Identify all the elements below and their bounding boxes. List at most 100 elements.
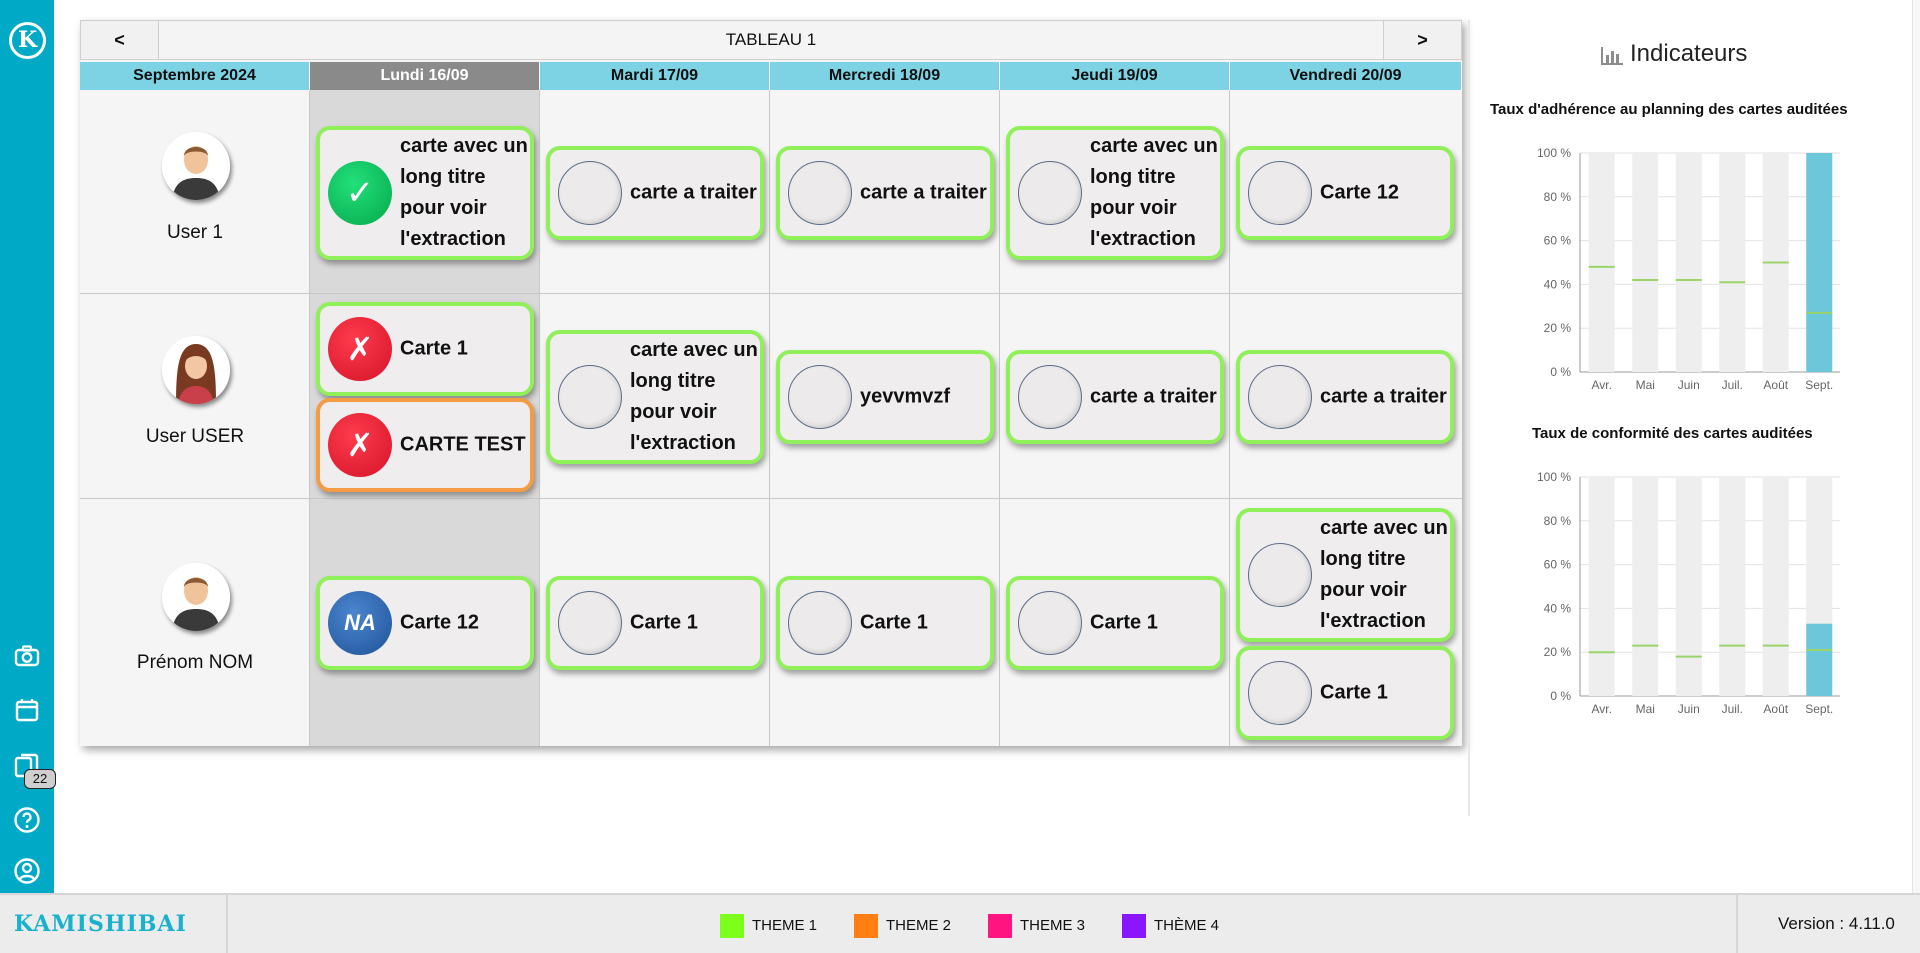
avatar bbox=[162, 132, 230, 200]
day-header-friday: Vendredi 20/09 bbox=[1230, 62, 1462, 90]
avatar bbox=[162, 563, 230, 631]
day-header-row: Septembre 2024 Lundi 16/09 Mardi 17/09 M… bbox=[80, 62, 1462, 90]
audit-card[interactable]: carte a traiter bbox=[1006, 350, 1224, 444]
x-tick-label: Sept. bbox=[1805, 702, 1833, 716]
x-tick-label: Juil. bbox=[1722, 378, 1743, 392]
brand-name: KAMISHIBAI bbox=[0, 895, 228, 953]
theme-legend-item: THEME 2 bbox=[854, 914, 951, 938]
card-title: carte avec un long titre pour voir l'ext… bbox=[1320, 517, 1448, 632]
audit-card[interactable]: carte avec un long titre pour voir l'ext… bbox=[546, 330, 764, 464]
audit-card[interactable]: ✗ CARTE TEST bbox=[316, 398, 534, 492]
chart-title: Taux de conformité des cartes auditées bbox=[1532, 425, 1813, 442]
empty-status-icon bbox=[788, 365, 852, 429]
audit-card[interactable]: Carte 12 bbox=[1236, 146, 1454, 240]
audit-card[interactable]: carte a traiter bbox=[1236, 350, 1454, 444]
row-divider bbox=[80, 498, 1462, 499]
y-tick-label: 80 % bbox=[1544, 190, 1572, 204]
next-week-button[interactable]: > bbox=[1383, 21, 1461, 59]
audit-card[interactable]: Carte 1 bbox=[1236, 646, 1454, 740]
theme-swatch bbox=[854, 914, 878, 938]
y-tick-label: 0 % bbox=[1550, 689, 1571, 703]
vertical-scrollbar[interactable] bbox=[1912, 0, 1920, 893]
bar-background bbox=[1588, 153, 1615, 372]
theme-legend-item: THÈME 4 bbox=[1122, 914, 1219, 938]
help-icon[interactable] bbox=[13, 806, 41, 834]
empty-status-icon bbox=[558, 365, 622, 429]
card-title: carte avec un long titre pour voir l'ext… bbox=[630, 339, 758, 454]
card-title: Carte 12 bbox=[1320, 181, 1399, 204]
check-icon: ✓ bbox=[328, 161, 392, 225]
bar-background bbox=[1675, 153, 1702, 372]
x-tick-label: Mai bbox=[1636, 378, 1655, 392]
bar-background bbox=[1762, 477, 1789, 696]
user-name: User USER bbox=[145, 426, 245, 447]
card-title: Carte 12 bbox=[400, 611, 479, 634]
day-header-monday: Lundi 16/09 bbox=[310, 62, 540, 90]
indicators-title: Indicateurs bbox=[1600, 40, 1747, 68]
empty-status-icon bbox=[1248, 543, 1312, 607]
audit-card[interactable]: yevvmvzf bbox=[776, 350, 994, 444]
theme-legend-item: THEME 3 bbox=[988, 914, 1085, 938]
audit-card[interactable]: Carte 1 bbox=[546, 576, 764, 670]
bar bbox=[1806, 153, 1833, 372]
previous-week-button[interactable]: < bbox=[81, 21, 159, 59]
empty-status-icon bbox=[1248, 365, 1312, 429]
empty-status-icon bbox=[1018, 365, 1082, 429]
bar-background bbox=[1632, 477, 1659, 696]
y-tick-label: 40 % bbox=[1544, 277, 1572, 291]
user-row-header: User USER bbox=[80, 294, 310, 498]
y-tick-label: 40 % bbox=[1544, 601, 1572, 615]
x-tick-label: Sept. bbox=[1805, 378, 1833, 392]
x-tick-label: Juil. bbox=[1722, 702, 1743, 716]
audit-card[interactable]: carte avec un long titre pour voir l'ext… bbox=[1006, 126, 1224, 260]
y-tick-label: 100 % bbox=[1537, 470, 1571, 484]
kamishibai-logo[interactable]: K bbox=[9, 22, 46, 59]
card-title: carte avec un long titre pour voir l'ext… bbox=[400, 135, 528, 250]
avatar bbox=[162, 336, 230, 404]
x-tick-label: Août bbox=[1763, 702, 1788, 716]
camera-icon[interactable] bbox=[13, 642, 41, 670]
theme-swatch bbox=[720, 914, 744, 938]
audit-card[interactable]: Carte 1 bbox=[1006, 576, 1224, 670]
cross-icon: ✗ bbox=[328, 317, 392, 381]
theme-legend-item: THEME 1 bbox=[720, 914, 817, 938]
audit-card[interactable]: Carte 1 bbox=[776, 576, 994, 670]
audit-card[interactable]: carte a traiter bbox=[776, 146, 994, 240]
bar-background bbox=[1719, 153, 1746, 372]
na-status-icon: NA bbox=[328, 591, 392, 655]
user-row-header: User 1 bbox=[80, 90, 310, 293]
audit-card[interactable]: NA Carte 12 bbox=[316, 576, 534, 670]
bar-background bbox=[1719, 477, 1746, 696]
card-title: Carte 1 bbox=[1090, 611, 1158, 634]
empty-status-icon bbox=[1018, 161, 1082, 225]
row-divider bbox=[80, 293, 1462, 294]
audit-card[interactable]: ✗ Carte 1 bbox=[316, 302, 534, 396]
cards-count-badge: 22 bbox=[24, 769, 56, 789]
day-header-thursday: Jeudi 19/09 bbox=[1000, 62, 1230, 90]
planning-board: < TABLEAU 1 > Septembre 2024 Lundi 16/09… bbox=[80, 20, 1462, 746]
month-header: Septembre 2024 bbox=[80, 62, 310, 90]
card-title: Carte 1 bbox=[860, 611, 928, 634]
calendar-icon[interactable] bbox=[13, 696, 41, 724]
card-title: carte a traiter bbox=[1090, 385, 1217, 408]
x-tick-label: Juin bbox=[1678, 702, 1700, 716]
cross-icon: ✗ bbox=[328, 413, 392, 477]
empty-status-icon bbox=[558, 591, 622, 655]
panel-divider bbox=[1468, 20, 1470, 816]
board-title: TABLEAU 1 bbox=[161, 21, 1381, 59]
empty-status-icon bbox=[558, 161, 622, 225]
empty-status-icon bbox=[1248, 661, 1312, 725]
x-tick-label: Juin bbox=[1678, 378, 1700, 392]
user-row-header: Prénom NOM bbox=[80, 499, 310, 746]
audit-card[interactable]: carte avec un long titre pour voir l'ext… bbox=[1236, 508, 1454, 642]
card-title: Carte 1 bbox=[630, 611, 698, 634]
cards-icon[interactable] bbox=[13, 751, 41, 779]
user-account-icon[interactable] bbox=[13, 857, 41, 885]
users-column bbox=[80, 90, 310, 746]
audit-card[interactable]: ✓ carte avec un long titre pour voir l'e… bbox=[316, 126, 534, 260]
y-tick-label: 60 % bbox=[1544, 234, 1572, 248]
audit-card[interactable]: carte a traiter bbox=[546, 146, 764, 240]
theme-swatch bbox=[1122, 914, 1146, 938]
card-title: yevvmvzf bbox=[860, 385, 951, 408]
y-tick-label: 0 % bbox=[1550, 365, 1571, 379]
